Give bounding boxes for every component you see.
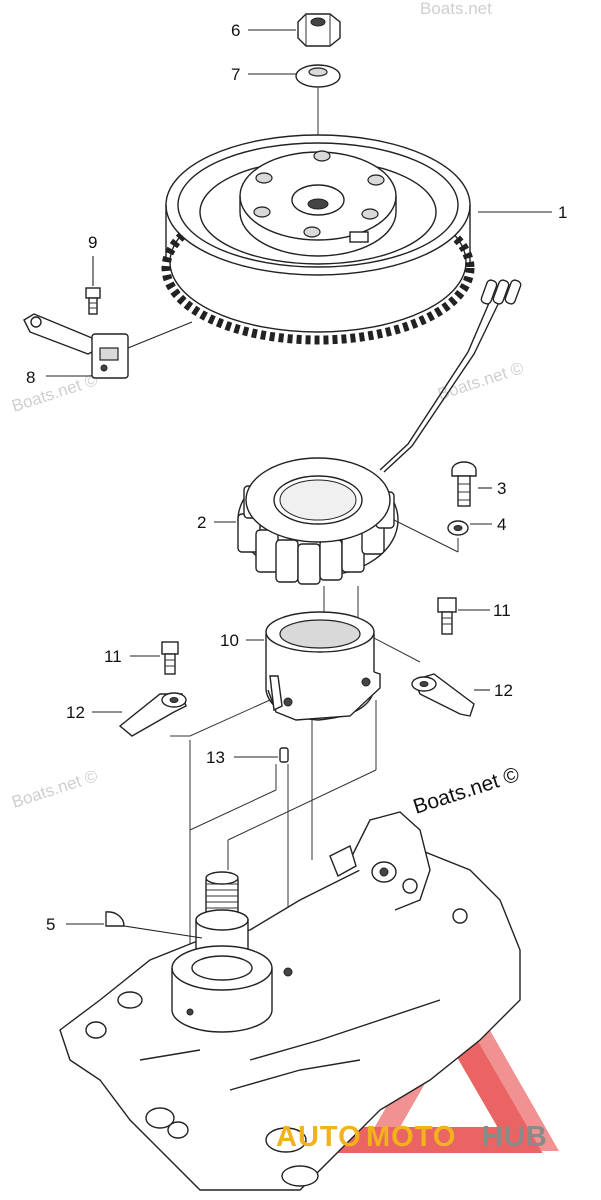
callout-12-right: 12 — [494, 681, 513, 700]
stator-part — [237, 279, 522, 585]
bracket-part-12-right — [411, 673, 475, 717]
logo-moto: MOTO — [366, 1121, 456, 1153]
callout-2: 2 — [197, 513, 206, 532]
crankcase-part — [59, 811, 521, 1191]
callout-9: 9 — [88, 233, 97, 252]
bolt-part-9 — [85, 287, 101, 315]
stator-bolt-line — [393, 519, 459, 553]
callout-10: 10 — [220, 631, 239, 650]
bracket-part-12-left — [118, 692, 187, 737]
bolt-part-11-right — [437, 597, 457, 635]
pulser-coil-part — [23, 313, 193, 379]
callout-13: 13 — [206, 748, 225, 767]
callout-4: 4 — [497, 515, 506, 534]
guide-line-left — [170, 699, 271, 737]
watermark-left-upper: Boats.net © — [9, 370, 100, 416]
logo-auto: AUTO — [276, 1121, 362, 1153]
woodruff-key-part — [105, 911, 125, 927]
callout-8: 8 — [26, 368, 35, 387]
callout-6: 6 — [231, 21, 240, 40]
logo-hub: HUB — [482, 1121, 548, 1153]
callout-7: 7 — [231, 65, 240, 84]
callout-12-left: 12 — [66, 703, 85, 722]
guide-line-diag — [189, 789, 277, 831]
screw-part-3 — [451, 461, 477, 507]
callout-11-left: 11 — [104, 647, 122, 666]
automotohub-logo-text: AUTO MOTO HUB — [276, 1121, 548, 1153]
callout-3: 3 — [497, 479, 506, 498]
callout-1: 1 — [558, 203, 567, 222]
key-leader — [123, 925, 203, 939]
pin-part-13 — [279, 747, 289, 763]
flywheel-part — [161, 134, 475, 345]
lockwasher-part-4 — [447, 520, 469, 536]
nut-part — [297, 13, 341, 47]
washer-part — [295, 64, 341, 88]
watermark-left-lower: Boats.net © — [9, 766, 100, 812]
callout-leaders — [46, 29, 552, 925]
bolt-part-11-left — [161, 641, 179, 675]
callout-11-right: 11 — [493, 601, 511, 620]
callout-5: 5 — [46, 915, 55, 934]
stator-base-part — [265, 611, 381, 721]
watermark-main: Boats.net © — [410, 763, 522, 819]
guide-line-right-diag — [227, 769, 377, 841]
watermark-top: Boats.net — [420, 0, 492, 18]
